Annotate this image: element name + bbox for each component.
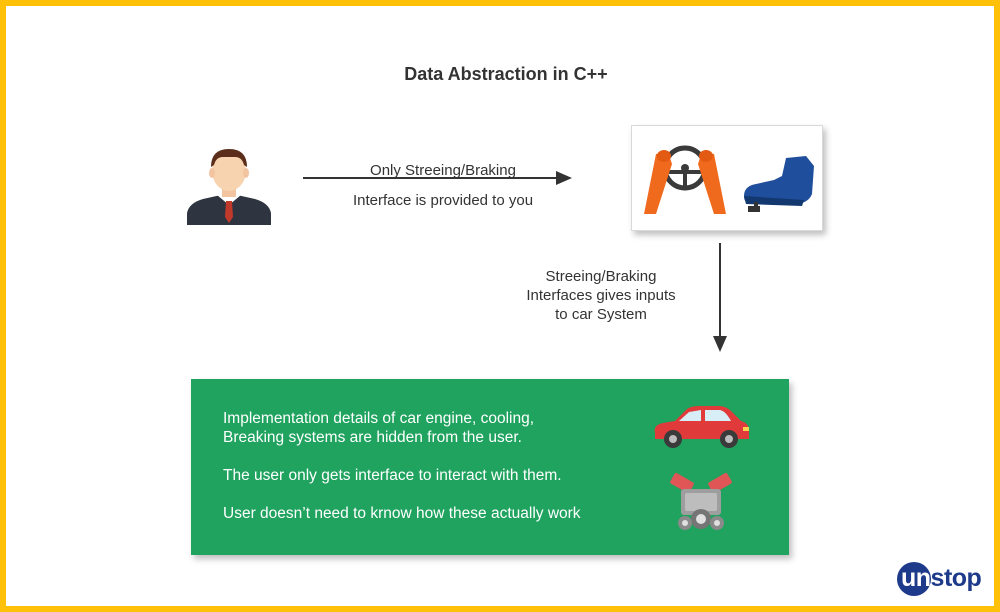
- logo-text-stop: stop: [930, 564, 982, 592]
- foot-on-pedal-icon: [744, 156, 814, 212]
- logo-circle: [897, 562, 931, 596]
- down-arrow-label: Streeing/Braking Interfaces gives inputs…: [486, 267, 716, 324]
- arrow-label-line1: Only Streeing/Braking: [370, 162, 516, 179]
- hidden-text-line2: Breaking systems are hidden from the use…: [223, 429, 522, 446]
- down-arrow-label-line3: to car System: [555, 306, 647, 323]
- down-arrow-label-line2: Interfaces gives inputs: [526, 287, 676, 304]
- hidden-text-line3: The user only gets interface to interact…: [223, 467, 562, 484]
- right-arrow-head: [556, 171, 572, 185]
- down-arrow-head: [713, 336, 727, 352]
- logo-text-un: un: [901, 564, 931, 592]
- hidden-text-line1: Implementation details of car engine, co…: [223, 410, 535, 427]
- down-arrow-label-line1: Streeing/Braking: [545, 268, 657, 285]
- arrow-label-line2: Interface is provided to you: [352, 192, 534, 209]
- engine-icon: [670, 473, 732, 530]
- logo-text: unstop: [901, 564, 982, 593]
- controls-card: [631, 125, 823, 231]
- user-avatar-icon: [187, 149, 271, 225]
- hidden-implementation-box: Implementation details of car engine, co…: [191, 379, 789, 555]
- steering-wheel-icon: [644, 145, 726, 214]
- car-icon: [654, 406, 749, 448]
- hidden-text-line4: User doesn’t need to krnow how these act…: [223, 505, 581, 522]
- diagram-title: Data Abstraction in C++: [404, 64, 608, 84]
